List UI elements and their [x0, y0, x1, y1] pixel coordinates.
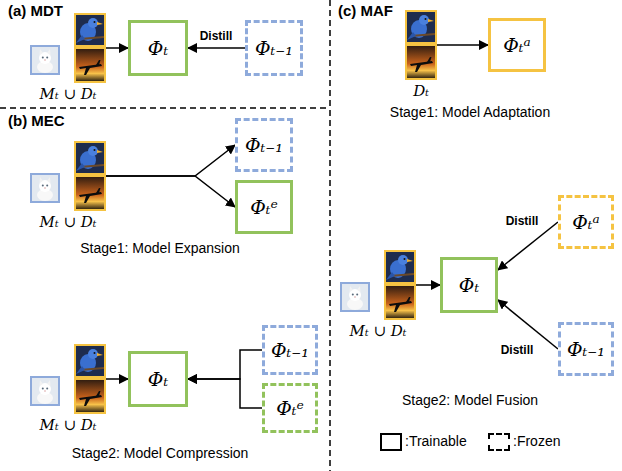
- model-symbol: Φₜ₋₁: [567, 338, 605, 360]
- divider: [329, 0, 331, 471]
- data-input: Mₜ ∪ Dₜ: [30, 141, 106, 231]
- edge-label: Distill: [198, 29, 235, 43]
- edge-label: Distill: [499, 343, 536, 357]
- model-box: Φₜ₋₁: [262, 325, 318, 375]
- model-symbol: Φₜ₋₁: [271, 339, 309, 361]
- data-label: Mₜ ∪ Dₜ: [40, 416, 97, 434]
- stage-caption: Stage1: Model Expansion: [80, 240, 240, 256]
- model-box: Φₜ: [128, 20, 188, 76]
- model-symbol: Φₜ: [148, 37, 168, 59]
- data-label: Mₜ ∪ Dₜ: [40, 213, 97, 231]
- model-symbol: Φₜ₋₁: [255, 37, 293, 59]
- panel-title: (c) MAF: [338, 2, 393, 19]
- model-symbol: Φₜ: [148, 368, 168, 390]
- data-input: Mₜ ∪ Dₜ: [30, 13, 106, 103]
- data-input: Dₜ: [405, 10, 437, 100]
- model-symbol: Φₜᵃ: [572, 211, 599, 233]
- data-input: Mₜ ∪ Dₜ: [30, 344, 106, 434]
- legend-text: :Trainable: [405, 433, 467, 449]
- model-symbol: Φₜ₋₁: [245, 134, 283, 156]
- divider: [0, 107, 330, 109]
- model-box: Φₜ₋₁: [245, 20, 303, 76]
- arrow-connector: [106, 176, 235, 207]
- model-box: Φₜ: [128, 351, 188, 407]
- edge-label: Distill: [504, 214, 541, 228]
- model-symbol: Φₜ: [459, 274, 479, 296]
- model-box: Φₜ₋₁: [558, 322, 614, 376]
- panel-title: (a) MDT: [8, 2, 63, 19]
- stage-caption: Stage1: Model Adaptation: [390, 104, 550, 120]
- arrow-connector: [437, 44, 488, 46]
- arrow-connector: [498, 300, 558, 349]
- arrow-connector: [188, 379, 262, 408]
- data-label: Mₜ ∪ Dₜ: [350, 322, 407, 340]
- arrow-connector: [416, 284, 440, 286]
- data-label: Mₜ ∪ Dₜ: [40, 85, 97, 103]
- model-symbol: Φₜᵃ: [503, 34, 530, 56]
- panel-title: (b) MEC: [8, 112, 65, 129]
- legend-text: :Frozen: [513, 433, 560, 449]
- legend-swatch: [380, 433, 402, 451]
- stage-caption: Stage2: Model Compression: [72, 445, 249, 461]
- model-box: Φₜ: [440, 257, 498, 313]
- stage-caption: Stage2: Model Fusion: [402, 392, 538, 408]
- data-input: Mₜ ∪ Dₜ: [340, 250, 416, 340]
- model-symbol: Φₜᵉ: [276, 397, 304, 419]
- arrow-connector: [498, 222, 558, 270]
- data-label: Dₜ: [413, 82, 429, 100]
- arrow-connector: [106, 47, 128, 49]
- model-box: Φₜᵃ: [488, 18, 546, 72]
- arrow-connector: [188, 350, 262, 379]
- model-box: Φₜᵉ: [262, 383, 318, 433]
- model-box: Φₜᵉ: [235, 180, 293, 234]
- model-box: Φₜᵃ: [558, 195, 614, 249]
- legend-swatch: [488, 433, 510, 451]
- model-box: Φₜ₋₁: [235, 118, 293, 172]
- arrow-connector: [188, 47, 245, 49]
- arrow-connector: [106, 378, 128, 380]
- model-symbol: Φₜᵉ: [250, 196, 278, 218]
- arrow-connector: [106, 145, 235, 176]
